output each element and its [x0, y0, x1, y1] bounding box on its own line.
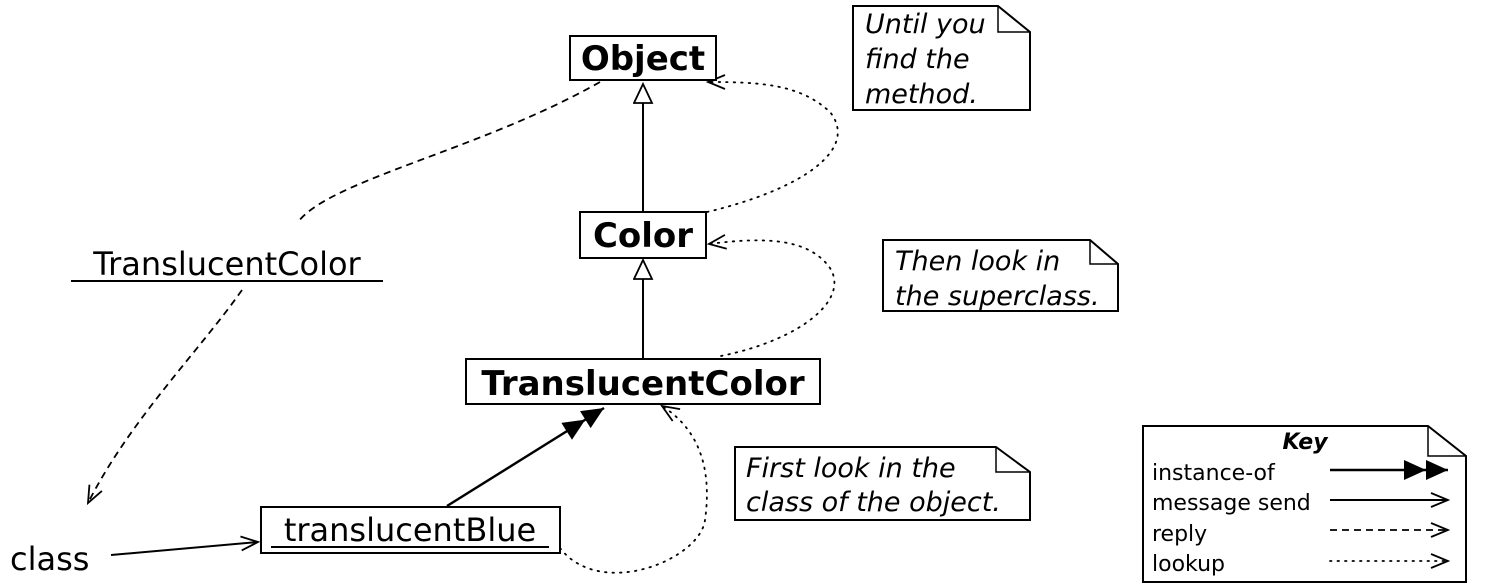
lookup-color-to-object — [707, 82, 839, 213]
key-item-message-send: message send — [1152, 491, 1311, 516]
key-title: Key — [1282, 430, 1329, 455]
key-legend: Key instance-of message send reply looku… — [1142, 425, 1467, 583]
instance-of-arrow — [446, 406, 605, 508]
reply-dashed-arrow — [88, 81, 601, 503]
class-translucent-color: TranslucentColor — [465, 358, 821, 405]
key-item-instance-of: instance-of — [1152, 461, 1276, 486]
class-color-label: Color — [593, 216, 693, 256]
class-object-label: Object — [581, 39, 705, 79]
instance-translucent-blue: translucentBlue — [260, 506, 561, 554]
lookup-translucentcolor-to-color — [709, 240, 836, 357]
note-then-superclass-line-2: the superclass. — [895, 281, 1100, 312]
note-then-superclass: Then look in the superclass. — [882, 239, 1119, 312]
class-color: Color — [579, 211, 707, 259]
key-item-reply: reply — [1152, 522, 1207, 547]
class-message-label: class — [10, 540, 89, 578]
note-until-found-line-2: find the — [865, 44, 970, 75]
key-item-lookup: lookup — [1152, 552, 1225, 577]
note-then-superclass-line-1: Then look in — [895, 246, 1060, 277]
class-object: Object — [569, 35, 717, 81]
instance-translucent-color-class: TranslucentColor — [70, 240, 386, 284]
class-translucent-color-label: TranslucentColor — [481, 364, 804, 404]
note-until-found: Until you find the method. — [852, 5, 1031, 111]
class-message-arrow — [110, 542, 258, 556]
lookup-translucentblue-to-translucentcolor — [559, 406, 708, 574]
note-first-look-line-2: class of the object. — [746, 487, 1001, 518]
note-first-look-line-1: First look in the — [746, 453, 956, 484]
instance-translucent-color-class-label: TranslucentColor — [92, 245, 361, 283]
note-first-look: First look in the class of the object. — [734, 446, 1031, 521]
instance-translucent-blue-label: translucentBlue — [284, 511, 536, 549]
note-until-found-line-3: method. — [865, 79, 978, 110]
note-until-found-line-1: Until you — [865, 9, 986, 40]
